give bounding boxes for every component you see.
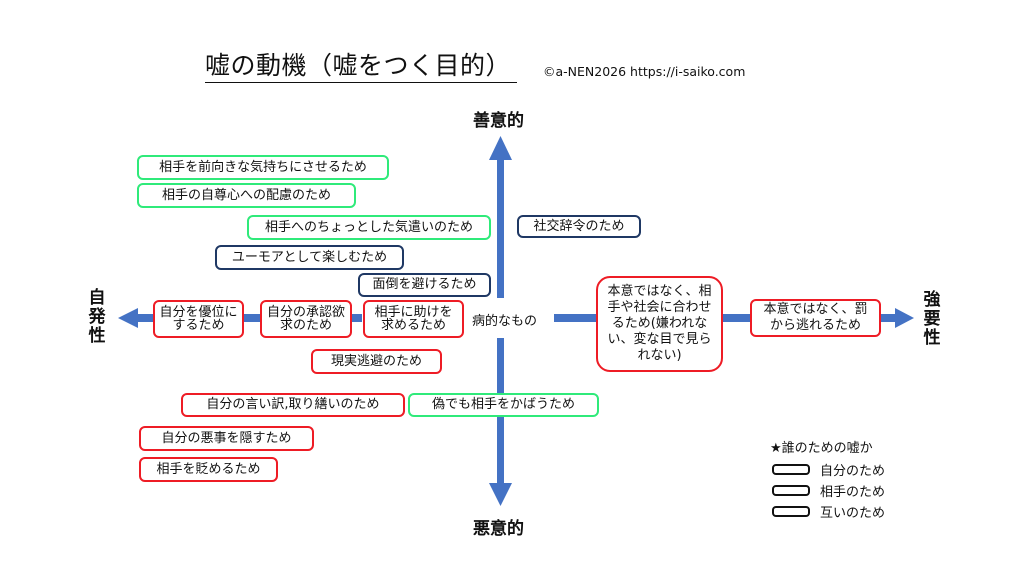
arrow-left-icon [118, 308, 138, 328]
legend-swatch-other [772, 485, 810, 496]
motive-encourage: 相手を前向きな気持ちにさせるため [137, 155, 389, 180]
legend-label-self: 自分のため [820, 464, 886, 479]
motive-approval: 自分の承認欲求のため [260, 300, 352, 338]
horizontal-axis-right-3 [880, 314, 896, 322]
legend-swatch-mutual [772, 506, 810, 517]
motive-avoid-punishment: 本意ではなく、罰から逃れるため [750, 299, 881, 337]
motive-excuse: 自分の言い訳,取り繕いのため [181, 393, 405, 417]
motive-avoid-trouble: 面倒を避けるため [358, 273, 491, 297]
legend-label-mutual: 互いのため [820, 506, 886, 521]
motive-seek-help: 相手に助けを求めるため [363, 300, 464, 338]
motive-conform: 本意ではなく、相手や社会に合わせるため(嫌われない、変な目で見られない) [596, 276, 723, 372]
center-label-pathological: 病的なもの [472, 314, 538, 329]
motive-humor: ユーモアとして楽しむため [215, 245, 404, 270]
credit-text: ©a-NEN2026 https://i-saiko.com [543, 64, 746, 79]
axis-label-char: 自 [88, 288, 106, 308]
motive-consideration: 相手へのちょっとした気遣いのため [247, 215, 491, 240]
arrow-right-icon [895, 308, 914, 328]
horizontal-axis-right-2 [722, 314, 752, 322]
motive-escape-reality: 現実逃避のため [311, 349, 442, 374]
vertical-axis-upper [497, 158, 504, 298]
arrow-up-icon [489, 136, 512, 160]
axis-label-benevolent: 善意的 [473, 111, 524, 131]
motive-hide-misdeed: 自分の悪事を隠すため [139, 426, 314, 451]
axis-label-malicious: 悪意的 [473, 519, 524, 539]
legend-swatch-self [772, 464, 810, 475]
horizontal-axis-left-2 [244, 314, 260, 322]
legend-title: ★誰のための嘘か [770, 441, 873, 456]
arrow-down-icon [489, 483, 512, 506]
horizontal-axis-right-1 [554, 314, 598, 322]
axis-label-char: 性 [923, 328, 941, 348]
legend-label-other: 相手のため [820, 485, 886, 500]
motive-social: 社交辞令のため [517, 215, 641, 238]
motive-protect-other: 偽でも相手をかばうため [408, 393, 599, 417]
horizontal-axis-left-1 [137, 314, 153, 322]
motive-demean: 相手を貶めるため [139, 457, 278, 482]
axis-label-char: 要 [923, 309, 941, 329]
axis-label-forced: 強 要 性 [922, 291, 942, 348]
motive-superiority: 自分を優位にするため [153, 300, 244, 338]
legend: ★誰のための嘘か 自分のため 相手のため 互いのため [770, 437, 910, 527]
axis-label-char: 性 [88, 326, 106, 346]
diagram-title: 嘘の動機（嘘をつく目的） [205, 50, 518, 83]
horizontal-axis-left-3 [352, 314, 362, 322]
axis-label-char: 発 [88, 307, 106, 327]
axis-label-char: 強 [923, 290, 941, 310]
axis-label-voluntary: 自 発 性 [87, 289, 107, 346]
motive-self-esteem: 相手の自尊心への配慮のため [137, 183, 356, 208]
